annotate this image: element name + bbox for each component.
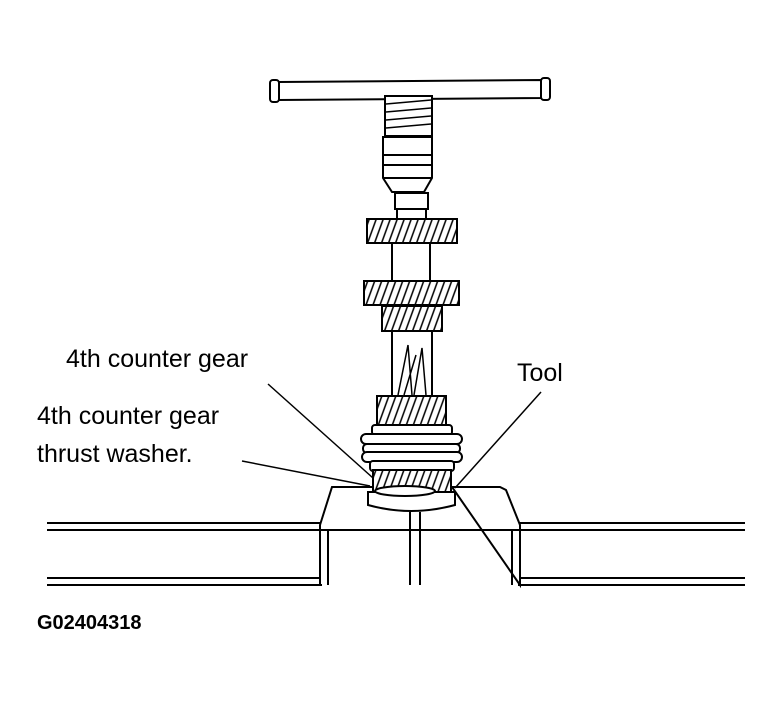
gear-1: [366, 218, 458, 244]
label-tool: Tool: [517, 359, 563, 387]
tool: [367, 491, 456, 512]
synchronizer-rings: [360, 424, 463, 472]
t-handle: [269, 77, 551, 103]
leader-lines: [241, 383, 542, 489]
figure-id: G02404318: [37, 612, 142, 634]
thrust-washer: [374, 485, 436, 497]
label-thrust-washer-line1: 4th counter gear: [37, 402, 220, 430]
label-4th-counter-gear: 4th counter gear: [66, 345, 249, 373]
gear-3: [381, 305, 443, 332]
gear-4: [376, 395, 447, 429]
right-rail: [518, 522, 745, 586]
label-thrust-washer-line2: thrust washer.: [37, 440, 193, 468]
left-rail: [47, 522, 322, 586]
press-stand: [319, 486, 521, 589]
gear-2: [363, 280, 460, 306]
